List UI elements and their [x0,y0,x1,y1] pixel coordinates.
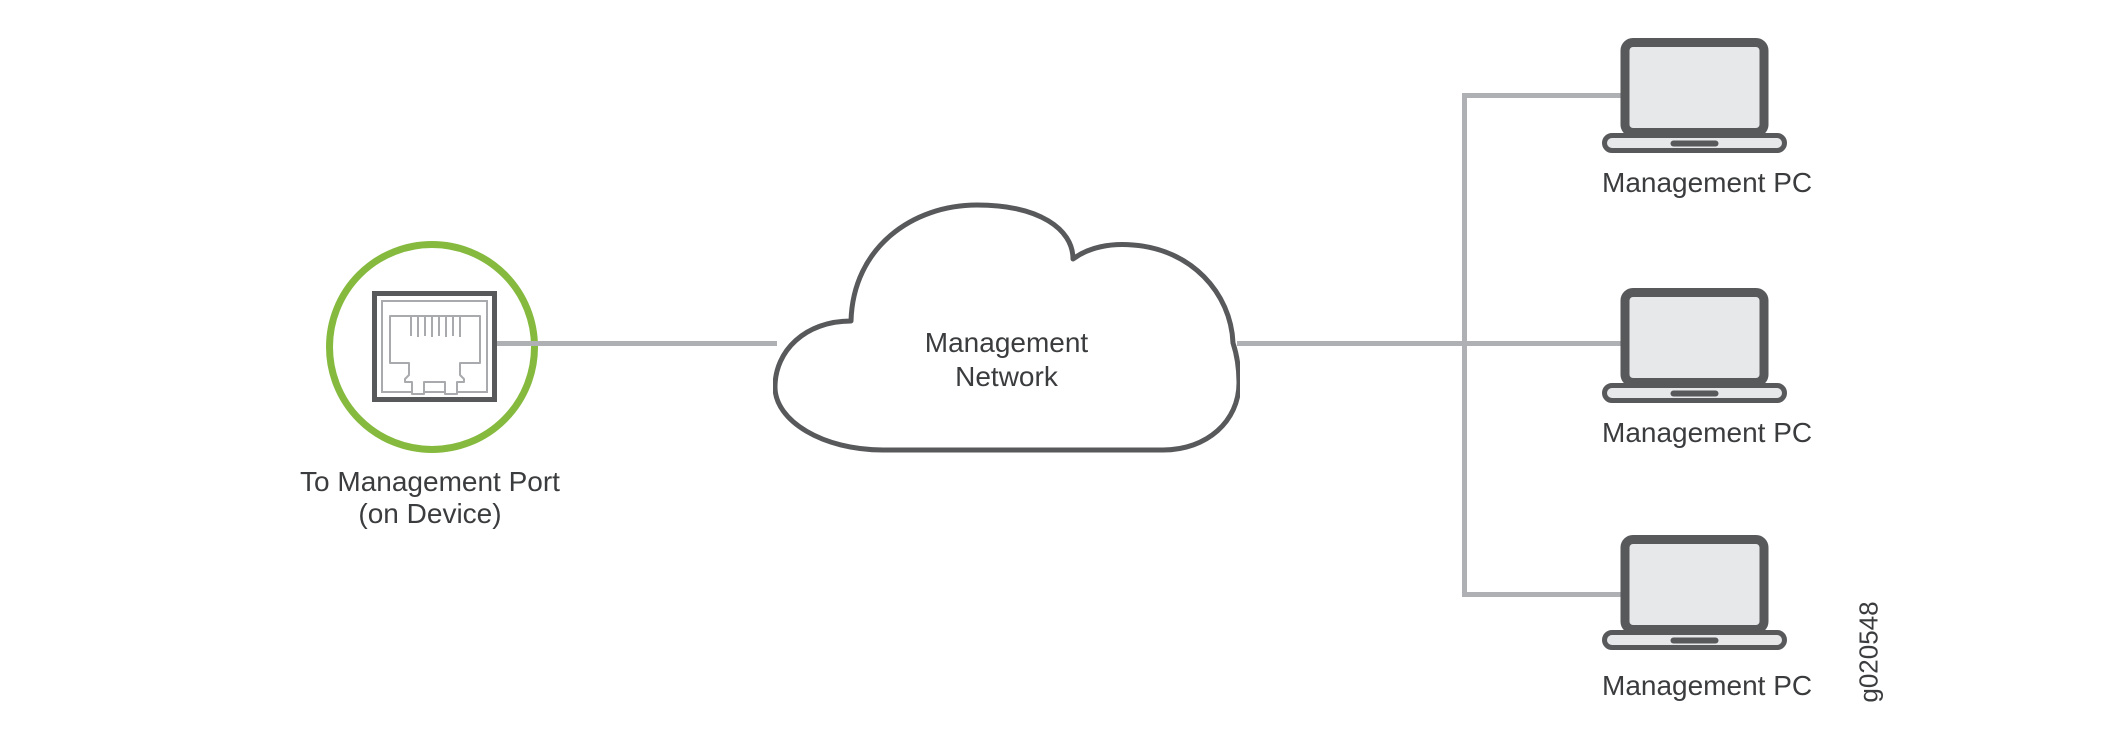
laptop-icon [1602,535,1787,650]
port-jack-opening [389,315,481,395]
laptop-icon [1602,288,1787,403]
figure-id: g020548 [1853,601,1884,703]
connector-cloud-to-pc2 [1237,341,1624,346]
management-network-label-line1: Management [924,327,1089,358]
connector-branch-to-pc3 [1462,592,1624,597]
management-pc-label-2: Management PC [1602,417,1813,448]
management-network-label-line2: Network [955,361,1058,392]
rj45-port-icon [372,291,497,402]
management-pc-label-3: Management PC [1602,670,1813,701]
connector-port-to-cloud [497,341,777,346]
port-pins [410,316,461,337]
management-port-label-line1: To Management Port [300,466,560,497]
management-pc-label-1: Management PC [1602,167,1813,198]
laptop-screen [1620,38,1769,137]
laptop-notch [1670,390,1719,397]
port-highlight-circle [326,241,538,453]
laptop-notch [1670,140,1719,147]
laptop-notch [1670,637,1719,644]
laptop-icon [1602,38,1787,153]
management-port-label: To Management Port (on Device) [230,466,630,530]
laptop-screen [1620,288,1769,387]
connector-branch-to-pc1 [1462,93,1624,98]
management-port-label-line2: (on Device) [358,498,502,529]
management-network-label: Management Network [773,326,1240,394]
connector-trunk-vertical [1462,93,1467,597]
laptop-screen [1620,535,1769,634]
cloud-icon [773,202,1240,453]
cloud-outline [773,202,1240,453]
port-inner-frame [381,300,488,393]
